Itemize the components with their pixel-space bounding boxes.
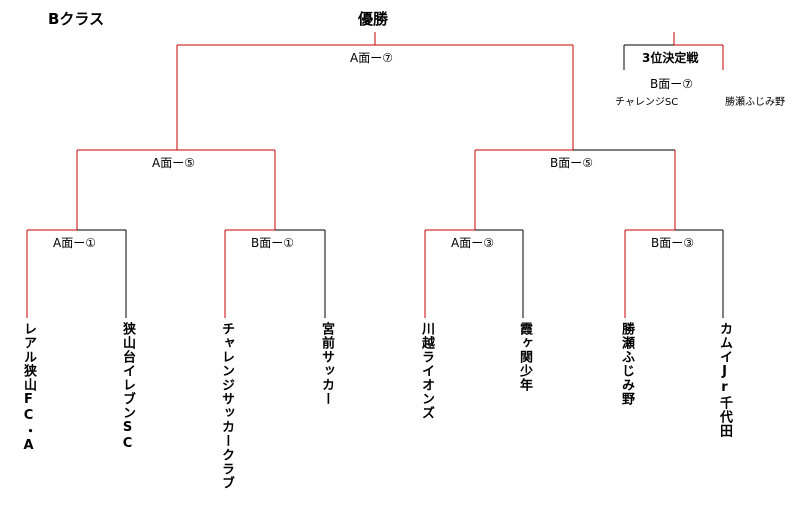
third-place-right-team: 勝瀬ふじみ野 [725,97,785,108]
class-title: Bクラス [48,10,105,28]
team-7: 勝瀬ふじみ野 [619,322,634,406]
team-8: カムイJr千代田 [717,322,732,438]
match-label-semi-left: A面ー⑤ [152,156,195,170]
third-place-match-label: B面ー⑦ [650,77,693,91]
match-label-r1-4: B面ー③ [651,236,694,250]
match-label-semi-right: B面ー⑤ [550,156,593,170]
champion-title: 優勝 [358,10,389,28]
team-5: 川越ライオンズ [419,322,434,420]
match-label-r1-2: B面ー① [251,236,294,250]
match-label-final: A面ー⑦ [350,51,393,65]
team-1: レアル狭山FC・A [21,322,36,454]
team-3: チャレンジサッカークラブ [219,322,234,490]
team-6: 霞ヶ関少年 [517,322,532,392]
match-label-r1-3: A面ー③ [451,236,494,250]
third-place-left-team: チャレンジSC [615,97,679,108]
team-4: 宮前サッカー [319,322,334,406]
third-place-title: 3位決定戦 [642,51,699,65]
team-2: 狭山台イレブンSC [120,322,135,452]
match-label-r1-1: A面ー① [53,236,96,250]
